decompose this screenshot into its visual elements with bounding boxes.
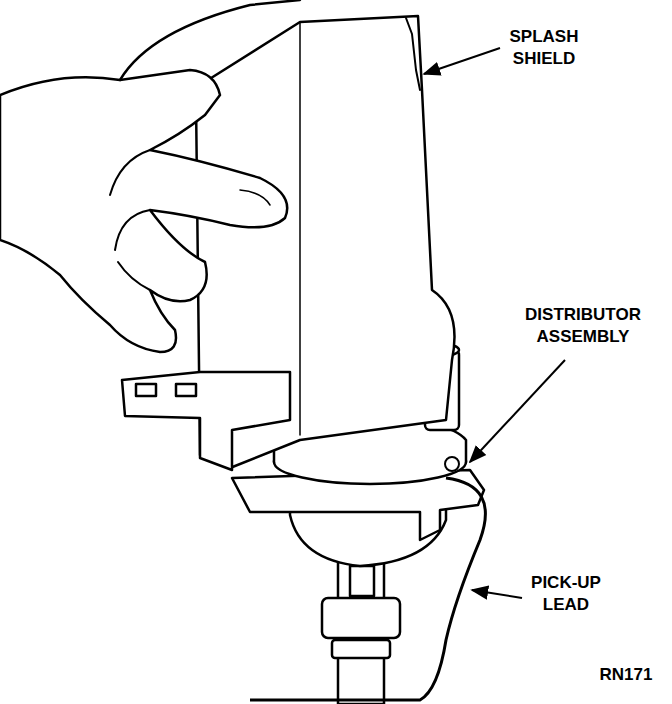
figure-number: RN171: [590, 664, 662, 686]
hand: [0, 70, 287, 352]
gear: [322, 598, 400, 638]
shaft-tip: [350, 566, 374, 596]
shield-crease: [299, 22, 301, 435]
shield-slot: [176, 384, 196, 396]
part-label: PICK-UP LEAD: [528, 572, 604, 616]
shield-base: [122, 372, 290, 470]
pick-up-wire: [250, 478, 485, 700]
thumb: [120, 0, 300, 80]
leader-line: [470, 360, 565, 462]
screw: [445, 457, 459, 471]
leader-line: [472, 590, 522, 598]
leader-line: [424, 48, 500, 74]
part-label: SPLASH SHIELD: [505, 26, 583, 70]
fingernail: [240, 190, 270, 205]
collar: [332, 640, 390, 658]
part-label: DISTRIBUTOR ASSEMBLY: [512, 304, 654, 348]
finger-lines: [110, 150, 150, 290]
shield-edge: [406, 18, 420, 90]
shield-slot: [136, 384, 156, 396]
